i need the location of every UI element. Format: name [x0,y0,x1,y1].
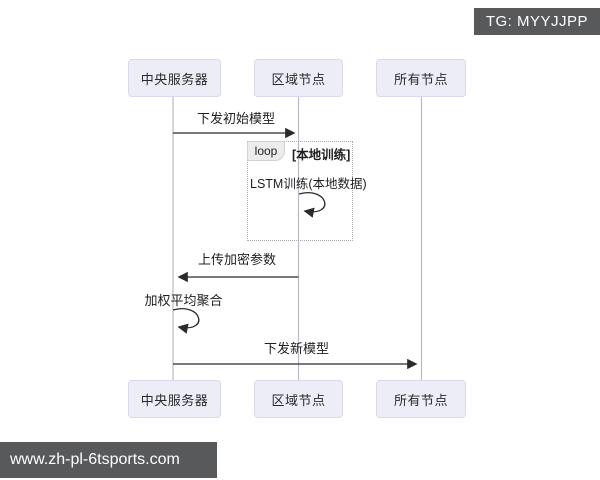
loop-keyword-tab: loop [247,141,285,161]
loop-condition-label: [本地训练] [292,148,351,162]
self-loop-lstm-training [298,192,326,218]
self-message-label-lstm-training: LSTM训练(本地数据) [250,177,367,191]
message-label-initial-model: 下发初始模型 [196,111,275,126]
actor-box-regional-node-top: 区域节点 [254,59,343,97]
loop-frame: loop [本地训练] [247,141,353,241]
actor-box-all-nodes-bottom: 所有节点 [376,380,466,418]
self-loop-weighted-aggregation [172,308,200,334]
actor-box-all-nodes-top: 所有节点 [376,59,466,97]
actor-box-central-server-top: 中央服务器 [128,59,221,97]
message-label-new-model: 下发新模型 [263,341,329,356]
watermark-top-right: TG: MYYJJPP [473,8,600,35]
actor-box-regional-node-bottom: 区域节点 [254,380,343,418]
actor-box-central-server-bottom: 中央服务器 [128,380,221,418]
watermark-bottom-left: www.zh-pl-6tsports.com [0,442,217,478]
self-message-label-weighted-aggregation: 加权平均聚合 [144,293,223,308]
message-label-upload-params: 上传加密参数 [197,252,276,267]
